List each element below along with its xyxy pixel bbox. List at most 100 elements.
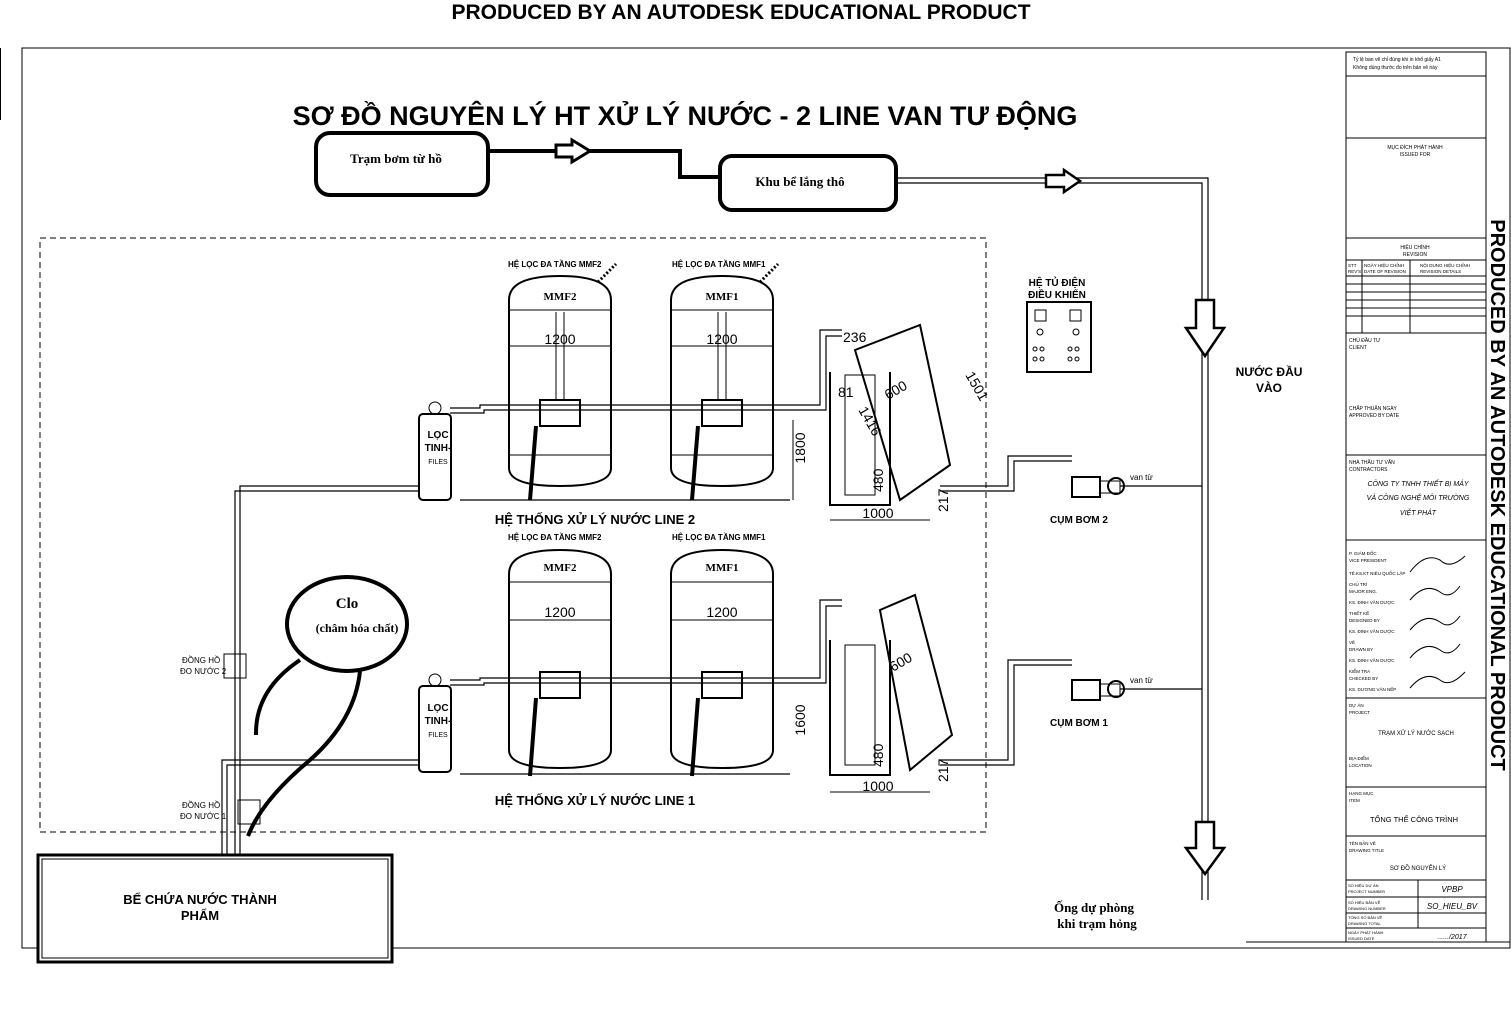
pump1-label: CỤM BƠM 1 bbox=[1050, 718, 1108, 729]
tb-field: REVISION bbox=[1403, 252, 1427, 258]
tb-field: STT bbox=[1348, 263, 1357, 268]
tb-dwg-title: SƠ ĐỒ NGUYÊN LÝ bbox=[1390, 864, 1446, 872]
tb-field: CHECKED BY bbox=[1349, 676, 1378, 681]
drawing-title: SƠ ĐỒ NGUYÊN LÝ HT XỬ LÝ NƯỚC - 2 LINE V… bbox=[293, 99, 1078, 131]
tb-field: HẠNG MỤC bbox=[1349, 791, 1374, 796]
title-block: Tỷ lệ ban vẽ chỉ đúng khi in khổ giấy A1… bbox=[1246, 51, 1510, 943]
signature-icon bbox=[1409, 555, 1466, 573]
tb-field: DRAWING NUMBER bbox=[1348, 906, 1386, 911]
tb-field: PROJECT NUMBER bbox=[1348, 889, 1385, 894]
dim-217: 217 bbox=[935, 488, 951, 512]
tb-field: KS. ĐINH VĂN DƯỢC bbox=[1349, 599, 1395, 605]
tb-field: VICE PRESIDENT bbox=[1349, 558, 1387, 563]
meter1-label: ĐO NƯỚC 1 bbox=[180, 812, 227, 821]
mmf2-title: HỆ LỌC ĐA TẦNG MMF2 bbox=[508, 532, 602, 542]
dim-1800: 1800 bbox=[792, 432, 808, 463]
tb-field: NỘI DUNG HIỆU CHỈNH bbox=[1420, 261, 1470, 268]
settling-label: Khu bể lắng thô bbox=[755, 174, 844, 189]
dim-480: 480 bbox=[870, 468, 886, 492]
mmf1-title: HỆ LỌC ĐA TẦNG MMF1 bbox=[672, 259, 766, 269]
system-line2-label: HỆ THỐNG XỬ LÝ NƯỚC LINE 2 bbox=[495, 512, 695, 527]
dim-480: 480 bbox=[870, 743, 886, 767]
dim-1200: 1200 bbox=[706, 604, 737, 620]
tb-field: CHỦ TRÌ bbox=[1349, 581, 1367, 587]
dim-1000: 1000 bbox=[862, 505, 893, 521]
tb-note: Tỷ lệ ban vẽ chỉ đúng khi in khổ giấy A1 bbox=[1353, 56, 1441, 63]
tb-field: PROJECT bbox=[1349, 710, 1370, 715]
tb-field: KS. DƯƠNG VĂN NẾP bbox=[1349, 686, 1396, 692]
tank-label: BỂ CHỨA NƯỚC THÀNH bbox=[123, 892, 277, 907]
control-panel-label: HỆ TỦ ĐIỆN bbox=[1029, 276, 1086, 289]
tb-field: TÊ.KS.KT NIÊU QUỐC LẬP bbox=[1349, 569, 1405, 576]
raw-water-line bbox=[488, 149, 720, 179]
tb-field: CONTRACTORS bbox=[1349, 467, 1388, 473]
mmf1-title: HỆ LỌC ĐA TẦNG MMF1 bbox=[672, 532, 766, 542]
tb-field: KS. ĐINH VĂN DƯỢC bbox=[1349, 628, 1395, 634]
flow-arrow-icon bbox=[1044, 167, 1083, 195]
signature-icon bbox=[1409, 585, 1461, 601]
filter-label: LỌC bbox=[427, 703, 448, 714]
system-line1-label: HỆ THỐNG XỬ LÝ NƯỚC LINE 1 bbox=[495, 793, 695, 808]
dim-217: 217 bbox=[935, 758, 951, 782]
dim-1600: 1600 bbox=[792, 704, 808, 735]
tb-field: MỤC ĐÍCH PHÁT HÀNH bbox=[1387, 144, 1443, 151]
tb-field: DRAWN BY bbox=[1349, 647, 1373, 652]
watermark-side: PRODUCED BY AN AUTODESK EDUCATIONAL PROD… bbox=[1486, 219, 1508, 771]
tb-field: CHẤP THUẬN NGÀY bbox=[1349, 405, 1398, 412]
mmf1-label: MMF1 bbox=[706, 291, 739, 303]
backup-pipe-label: Ống dự phòng bbox=[1054, 900, 1135, 915]
tb-field: CLIENT bbox=[1349, 345, 1367, 351]
tb-field: ISSUED DATE bbox=[1348, 936, 1375, 941]
tb-project: TRẠM XỬ LÝ NƯỚC SẠCH bbox=[1378, 730, 1454, 737]
tb-item: TỔNG THỂ CÔNG TRÌNH bbox=[1370, 815, 1458, 824]
meter2-label: ĐỒNG HỒ bbox=[182, 655, 220, 665]
tb-field: TỔNG SỐ BẢN VẼ bbox=[1348, 915, 1383, 920]
control-panel bbox=[1026, 301, 1092, 373]
tb-field: KS. ĐINH VĂN DƯỢC bbox=[1349, 657, 1395, 663]
tb-field: DATE OF REVISION bbox=[1364, 269, 1406, 274]
pump2-label: CỤM BƠM 2 bbox=[1050, 515, 1108, 526]
flow-arrow-icon bbox=[554, 137, 593, 165]
dim-600: 600 bbox=[882, 377, 910, 403]
tb-field: VẼ bbox=[1349, 639, 1355, 645]
signature-icon bbox=[1409, 671, 1466, 689]
tb-drawing-number: SO_HIEU_BV bbox=[1427, 902, 1478, 911]
dim-1200: 1200 bbox=[544, 604, 575, 620]
water-meter-2 bbox=[223, 653, 247, 679]
tb-field: REVISION DETAILS bbox=[1420, 269, 1461, 274]
chlorine-dosing bbox=[285, 575, 409, 673]
watermark-top: PRODUCED BY AN AUTODESK EDUCATIONAL PROD… bbox=[451, 1, 1030, 24]
dim-1200: 1200 bbox=[544, 331, 575, 347]
tb-field: SỐ HIỆU DỰ ÁN bbox=[1348, 883, 1379, 888]
tb-field: TÊN BẢN VẼ bbox=[1349, 839, 1376, 846]
tb-field: ISSUED FOR bbox=[1400, 152, 1431, 158]
tb-field: DỰ ÁN bbox=[1349, 702, 1364, 708]
chlorine-sublabel: (châm hóa chất) bbox=[316, 621, 399, 635]
pump-station-label: Trạm bơm từ hồ bbox=[350, 151, 442, 166]
filter-label: LỌC bbox=[427, 430, 448, 441]
tb-field: LOCATION bbox=[1349, 763, 1372, 768]
signature-icon bbox=[1409, 643, 1461, 659]
tb-field: MAJOR ENG. bbox=[1349, 589, 1377, 594]
mmf1-label: MMF1 bbox=[706, 562, 739, 574]
dim-1200: 1200 bbox=[706, 331, 737, 347]
control-panel-label: ĐIỀU KHIỂN bbox=[1028, 288, 1086, 301]
inlet-label-1: NƯỚC ĐẦU bbox=[1236, 364, 1303, 379]
line1-system: HỆ LỌC ĐA TẦNG MMF2 MMF2 1200 HỆ LỌC ĐA … bbox=[418, 532, 1202, 808]
tb-project-number: VPBP bbox=[1441, 885, 1463, 894]
tb-field: SỐ HIỆU BẢN VẼ bbox=[1348, 900, 1381, 905]
tb-field: HIỆU CHỈNH bbox=[1400, 243, 1430, 251]
tb-field: ITEM bbox=[1349, 798, 1360, 803]
tb-field: REV'S bbox=[1348, 269, 1361, 274]
filter-label: TINH- bbox=[425, 716, 452, 727]
mmf2-label: MMF2 bbox=[544, 562, 577, 574]
tb-field: DRAWING TOTAL bbox=[1348, 921, 1382, 926]
product-water-tank bbox=[36, 853, 394, 964]
dim-236: 236 bbox=[843, 329, 867, 345]
tb-date: ....../2017 bbox=[1437, 934, 1467, 941]
tb-field: NGÀY HIỆU CHỈNH bbox=[1364, 261, 1404, 268]
tb-field: NGÀY PHÁT HÀNH bbox=[1348, 930, 1384, 935]
signature-icon bbox=[1409, 615, 1461, 631]
